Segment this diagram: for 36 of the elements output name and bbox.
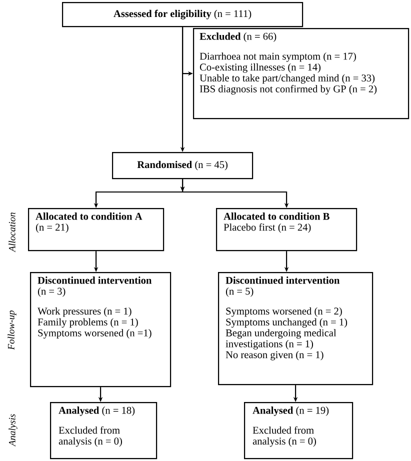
flow-box xyxy=(193,28,410,120)
body-text: Diarrhoea not main symptom (n = 17) xyxy=(200,52,356,62)
body-text: Excluded from analysis (n = 0) xyxy=(252,426,316,447)
heading-text: Analysed (n = 18) xyxy=(58,406,135,416)
flow-box xyxy=(30,272,172,388)
stage-label: Allocation xyxy=(8,212,16,252)
body-text: Work pressures (n = 1) xyxy=(38,307,132,317)
body-text: Co-existing illnesses (n = 14) xyxy=(200,63,320,73)
flow-box xyxy=(62,2,304,28)
stage-label: Follow-up xyxy=(8,310,16,350)
body-text: No reason given (n = 1) xyxy=(226,350,324,360)
heading-text: Discontinued intervention (n = 5) xyxy=(226,276,340,297)
body-text: Excluded from analysis (n = 0) xyxy=(58,426,122,447)
heading-text: Analysed (n = 19) xyxy=(252,406,329,416)
heading-text: Discontinued intervention (n = 3) xyxy=(38,276,152,297)
flow-box xyxy=(244,402,354,460)
flow-box xyxy=(28,208,164,252)
flow-box xyxy=(50,402,158,460)
body-text: IBS diagnosis not confirmed by GP (n = 2) xyxy=(200,85,377,95)
body-text: Symptoms worsened (n = 2) xyxy=(226,307,342,317)
heading-text: Allocated to condition A xyxy=(36,212,142,220)
body-text: Began undergoing medical investigations (n = 1) xyxy=(226,329,336,350)
body-text: Family problems (n = 1) xyxy=(38,318,138,328)
heading-text: Assessed for eligibility (n = 111) xyxy=(114,10,252,20)
flow-box xyxy=(218,272,374,386)
heading-text: Randomised (n = 45) xyxy=(137,160,228,170)
body-text: Placebo first (n = 24) xyxy=(224,223,311,233)
stage-label: Analysis xyxy=(8,414,18,447)
body-text: Unable to take part/changed mind (n = 33) xyxy=(200,74,375,84)
body-text: Symptoms worsened (n =1) xyxy=(38,329,152,339)
heading-text: Allocated to condition B xyxy=(224,212,330,220)
flow-box xyxy=(216,208,358,252)
body-text: (n = 21) xyxy=(36,223,68,233)
body-text: Symptoms unchanged (n = 1) xyxy=(226,318,348,328)
flow-box xyxy=(112,152,254,180)
heading-text: Excluded (n = 66) xyxy=(200,32,276,42)
